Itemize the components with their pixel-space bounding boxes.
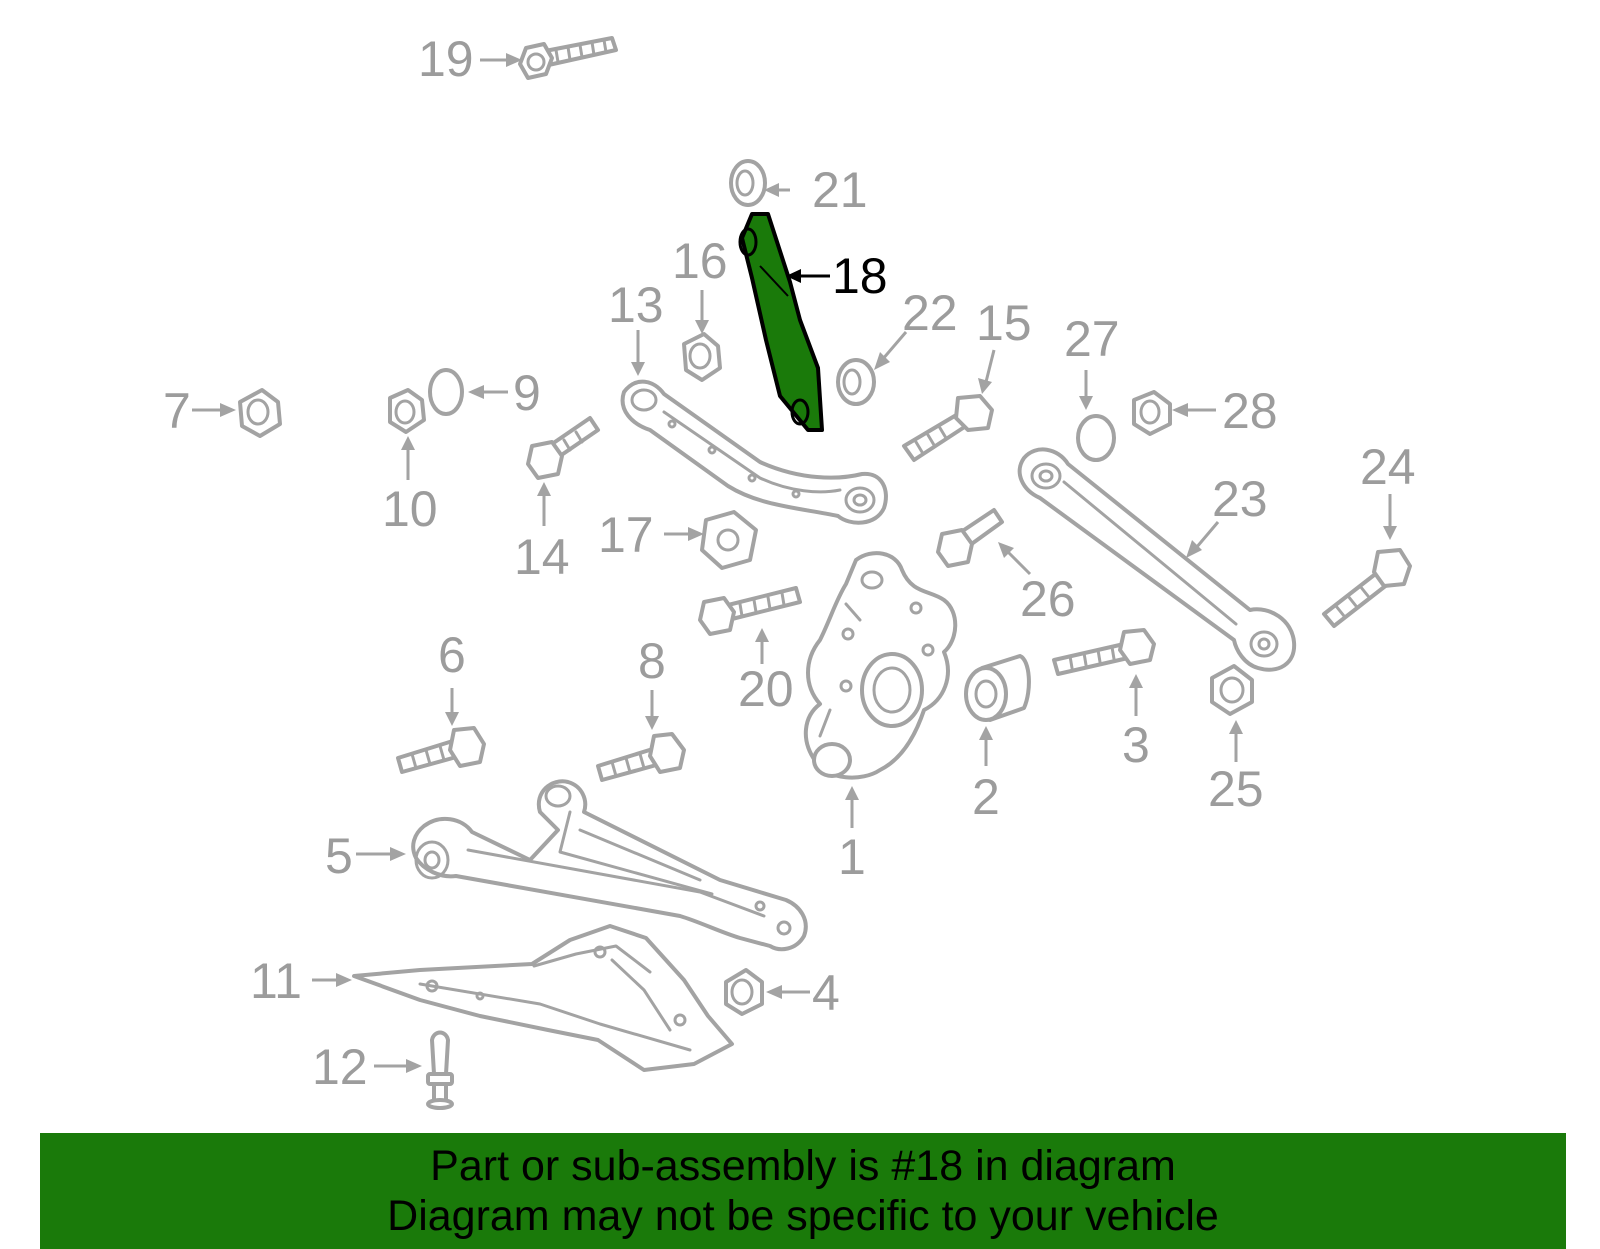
part-21-nut[interactable] xyxy=(729,159,767,207)
callout-6: 6 xyxy=(438,627,466,683)
part-19-bolt[interactable] xyxy=(518,36,618,80)
callout-12: 12 xyxy=(312,1039,368,1095)
part-3-bolt[interactable] xyxy=(1052,628,1156,676)
part-12-push-clip[interactable] xyxy=(426,1030,454,1110)
part-23-lateral-link[interactable] xyxy=(1017,447,1297,672)
part-1-wheel-knuckle[interactable] xyxy=(803,551,958,780)
part-4-nut[interactable] xyxy=(724,968,764,1016)
part-8-bolt[interactable] xyxy=(596,732,686,782)
part-26-bolt[interactable] xyxy=(936,508,1004,568)
callout-17: 17 xyxy=(598,507,654,563)
callout-24: 24 xyxy=(1360,439,1416,495)
part-13-control-arm[interactable] xyxy=(620,379,888,525)
callout-14: 14 xyxy=(514,529,570,585)
callout-27: 27 xyxy=(1064,311,1120,367)
part-10-nut[interactable] xyxy=(388,388,426,434)
callout-26: 26 xyxy=(1020,571,1076,627)
part-22-nut[interactable] xyxy=(836,358,876,406)
part-28-nut[interactable] xyxy=(1132,390,1172,436)
callout-8: 8 xyxy=(638,633,666,689)
part-25-nut[interactable] xyxy=(1210,664,1254,716)
callout-1: 1 xyxy=(838,829,866,885)
part-24-bolt[interactable] xyxy=(1322,548,1412,628)
callout-21: 21 xyxy=(812,162,868,218)
info-banner: Part or sub-assembly is #18 in diagram D… xyxy=(40,1133,1566,1249)
callout-5: 5 xyxy=(325,828,353,884)
callout-15: 15 xyxy=(976,295,1032,351)
callout-25: 25 xyxy=(1208,761,1264,817)
callout-10: 10 xyxy=(382,481,438,537)
callout-2: 2 xyxy=(972,769,1000,825)
callout-28: 28 xyxy=(1222,383,1278,439)
callout-23: 23 xyxy=(1212,471,1268,527)
callout-3: 3 xyxy=(1122,717,1150,773)
part-11-splash-shield[interactable] xyxy=(352,924,734,1072)
part-7-nut[interactable] xyxy=(238,388,282,438)
part-20-bolt[interactable] xyxy=(698,586,802,636)
part-18-upper-control-link[interactable] xyxy=(738,212,824,432)
banner-line-2: Diagram may not be specific to your vehi… xyxy=(387,1192,1219,1240)
callout-19: 19 xyxy=(418,31,474,87)
banner-line-1: Part or sub-assembly is #18 in diagram xyxy=(430,1142,1176,1190)
callout-9: 9 xyxy=(513,365,541,421)
callout-7: 7 xyxy=(163,383,191,439)
part-16-nut[interactable] xyxy=(682,332,722,382)
part-2-bushing[interactable] xyxy=(964,654,1031,722)
callout-11: 11 xyxy=(250,953,302,1009)
callout-18: 18 xyxy=(832,248,888,304)
part-9-o-ring[interactable] xyxy=(428,368,464,416)
part-17-nut[interactable] xyxy=(700,510,758,570)
part-5-lower-control-arm[interactable] xyxy=(411,779,808,952)
part-15-bolt[interactable] xyxy=(902,394,994,462)
callout-13: 13 xyxy=(608,277,664,333)
part-27-o-ring[interactable] xyxy=(1076,414,1116,462)
part-14-bolt[interactable] xyxy=(526,416,600,480)
callout-22: 22 xyxy=(902,285,958,341)
callout-4: 4 xyxy=(812,965,840,1021)
part-6-bolt[interactable] xyxy=(396,726,486,774)
callout-16: 16 xyxy=(672,233,728,289)
callout-20: 20 xyxy=(738,661,794,717)
